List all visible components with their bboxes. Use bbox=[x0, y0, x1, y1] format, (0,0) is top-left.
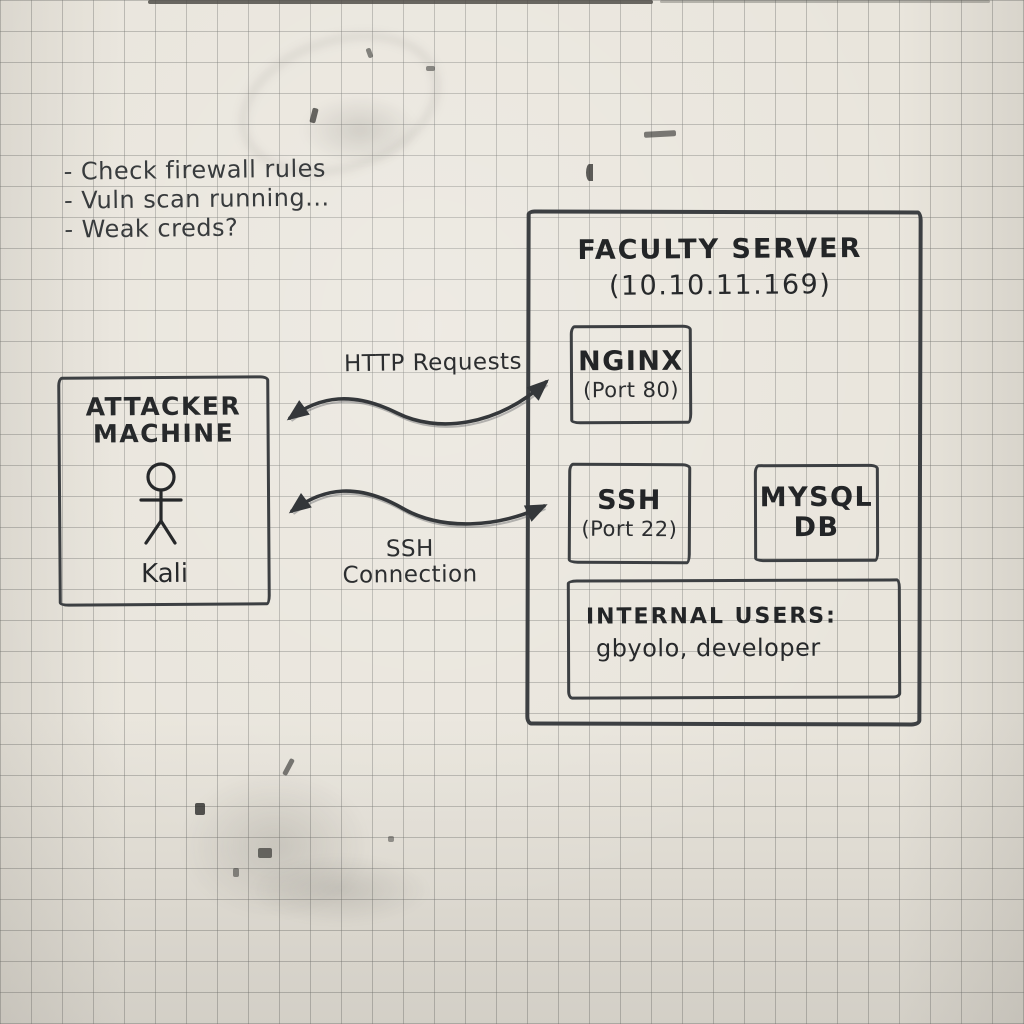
mysql-label-line1: MYSQL bbox=[759, 481, 874, 514]
mysql-label-line2: DB bbox=[793, 511, 840, 544]
ink-speck bbox=[388, 836, 394, 842]
nginx-box: NGINX (Port 80) bbox=[569, 324, 693, 425]
kali-label: Kali bbox=[140, 558, 189, 590]
pencil-smudge-bottom-left-2 bbox=[250, 855, 430, 925]
ink-speck bbox=[309, 107, 319, 124]
internal-users-box: INTERNAL USERS: gbyolo, developer bbox=[566, 578, 902, 700]
mysql-db-box: MYSQL DB bbox=[753, 463, 880, 563]
internal-users-names: gbyolo, developer bbox=[595, 633, 821, 663]
attacker-machine-title: ATTACKER MACHINE bbox=[60, 391, 266, 449]
http-requests-label: HTTP Requests bbox=[343, 348, 523, 378]
ink-speck bbox=[365, 47, 374, 59]
ink-speck bbox=[195, 803, 205, 815]
nginx-label: NGINX bbox=[577, 345, 684, 377]
ssh-connection-label-line1: SSH bbox=[385, 535, 434, 563]
faculty-server-name: FACULTY SERVER bbox=[577, 233, 863, 266]
ssh-connection-arrow bbox=[288, 489, 548, 528]
note-vuln-scan: - Vuln scan running... bbox=[63, 183, 330, 215]
ssh-box: SSH (Port 22) bbox=[567, 462, 692, 565]
pencil-smudge-bottom-left bbox=[180, 770, 370, 920]
ssh-label: SSH bbox=[597, 484, 663, 516]
ssh-connection-label-line2: Connection bbox=[342, 561, 478, 589]
faculty-server-ip: (10.10.11.169) bbox=[608, 269, 832, 302]
ssh-connection-label: SSH Connection bbox=[330, 535, 490, 589]
handwritten-notes: - Check firewall rules - Vuln scan runni… bbox=[63, 154, 330, 244]
faculty-server-title: FACULTY SERVER (10.10.11.169) bbox=[540, 231, 900, 306]
attacker-title-line2: MACHINE bbox=[92, 418, 235, 449]
ssh-port-label: (Port 22) bbox=[581, 516, 678, 541]
ink-speck bbox=[233, 868, 239, 877]
internal-users-heading: INTERNAL USERS: bbox=[585, 603, 837, 630]
ink-speck bbox=[586, 164, 593, 181]
note-weak-creds: - Weak creds? bbox=[64, 213, 239, 244]
ink-speck bbox=[426, 66, 435, 71]
note-check-firewall: - Check firewall rules bbox=[63, 154, 327, 186]
ink-speck bbox=[258, 848, 272, 858]
http-requests-arrow bbox=[286, 379, 549, 428]
attacker-machine-box: ATTACKER MACHINE Kali bbox=[57, 375, 271, 607]
attacker-title-line1: ATTACKER bbox=[85, 391, 242, 422]
paper-top-edge-shadow bbox=[148, 0, 653, 4]
ink-speck bbox=[643, 130, 677, 138]
paper-top-edge-shadow-2 bbox=[660, 0, 990, 3]
nginx-port-label: (Port 80) bbox=[583, 377, 680, 402]
ink-speck bbox=[282, 757, 295, 777]
